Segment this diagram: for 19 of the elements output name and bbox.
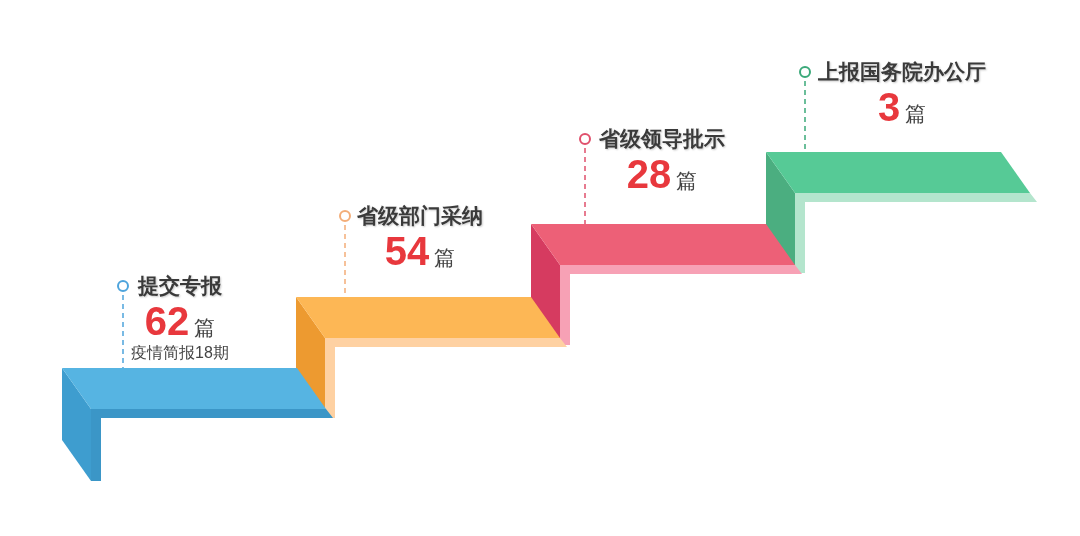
count-value: 3 <box>877 87 901 127</box>
unit-label: 篇 <box>194 316 216 340</box>
step-block <box>766 152 1038 273</box>
note-text: 疫情简报18期 <box>131 343 229 363</box>
count-value: 28 <box>626 154 672 194</box>
leader-line <box>579 133 591 225</box>
unit-label: 篇 <box>434 246 456 270</box>
unit-label: 篇 <box>676 169 698 193</box>
step-heading: 提交专报 <box>138 273 222 299</box>
step-block <box>296 297 568 418</box>
step-block <box>62 368 334 481</box>
leader-line <box>117 280 129 369</box>
step-heading: 省级领导批示 <box>599 126 725 152</box>
step-block <box>531 224 803 345</box>
count-value: 62 <box>144 301 190 341</box>
step-heading: 省级部门采纳 <box>357 203 483 229</box>
unit-label: 篇 <box>905 102 927 126</box>
step-heading: 上报国务院办公厅 <box>818 59 986 85</box>
count-value: 54 <box>384 231 430 271</box>
